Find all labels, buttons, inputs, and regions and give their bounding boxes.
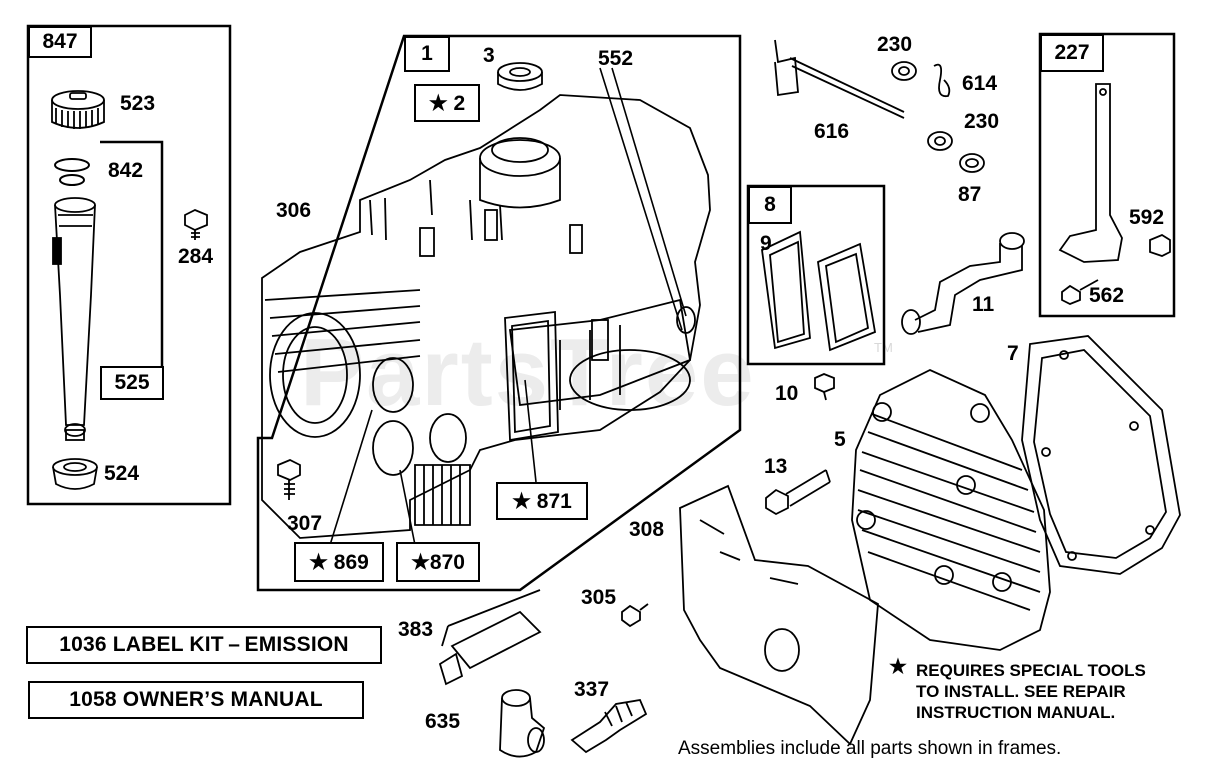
owners-manual: 1058 OWNER’S MANUAL [28,681,364,719]
special-tools-line-1: REQUIRES SPECIAL TOOLS [916,661,1146,680]
breather-tube [901,232,1025,335]
star-part-871: ★ 871 [496,482,588,520]
part-9: 9 [760,232,772,255]
part-306: 306 [276,199,312,222]
star-part-2: ★ 2 [414,84,480,122]
frame-1-label: 1 [404,36,450,72]
frame-8-outline [746,184,886,366]
cylinder-head [851,369,1051,651]
part-230-top: 230 [877,33,913,56]
part-7: 7 [1007,342,1019,365]
part-524: 524 [104,462,140,485]
part-592: 592 [1129,206,1165,229]
bolt-10 [814,373,835,401]
label-kit-emission: 1036 LABEL KIT – EMISSION [26,626,382,664]
part-635: 635 [425,710,461,733]
part-10: 10 [775,382,799,405]
part-307: 307 [287,512,323,535]
dipstick-cap [51,90,105,129]
part-562: 562 [1089,284,1125,307]
part-614: 614 [962,72,998,95]
part-383: 383 [398,618,434,641]
frame-227-outline [1038,32,1176,318]
special-tools-line-2: TO INSTALL. SEE REPAIR [916,682,1126,701]
part-5: 5 [834,428,846,451]
footer-note: Assemblies include all parts shown in fr… [678,738,1062,759]
part-11: 11 [972,293,995,316]
grommet-524 [52,458,98,490]
special-tools-star: ★ [889,656,907,678]
screw-305 [621,603,649,628]
part-523: 523 [120,92,156,115]
governor-shaft [774,39,985,173]
seal-3 [497,62,543,91]
star-part-869: ★ 869 [294,542,384,582]
part-87: 87 [958,183,982,206]
screw-307 [277,459,301,500]
tool-383 [438,589,542,686]
part-305: 305 [581,586,617,609]
frame-227-label: 227 [1040,34,1104,72]
spark-plug-337 [570,698,648,754]
part-230-bottom: 230 [964,110,1000,133]
engine-block [261,94,711,539]
frame-847-label: 847 [28,26,92,58]
part-337: 337 [574,678,610,701]
part-308: 308 [629,518,665,541]
bolt-13 [765,469,831,516]
part-842: 842 [108,159,144,182]
frame-525-label: 525 [100,366,164,400]
frame-1-outline [256,34,742,592]
shield-308 [679,484,879,746]
leader-lines [329,67,687,546]
boot-635 [499,689,546,758]
frame-8-label: 8 [748,186,792,224]
part-284: 284 [178,245,214,268]
special-tools-line-3: INSTRUCTION MANUAL. [916,703,1116,722]
frame-847-outline [26,24,232,506]
breather-assembly [761,230,877,352]
part-616: 616 [814,120,850,143]
governor-lever [1058,83,1171,305]
part-552: 552 [598,47,634,70]
part-13: 13 [764,455,788,478]
star-part-870: ★870 [396,542,480,582]
screw-284 [184,209,208,240]
dipstick-tube [52,197,96,441]
part-3: 3 [483,44,495,67]
o-ring-842 [54,158,90,172]
